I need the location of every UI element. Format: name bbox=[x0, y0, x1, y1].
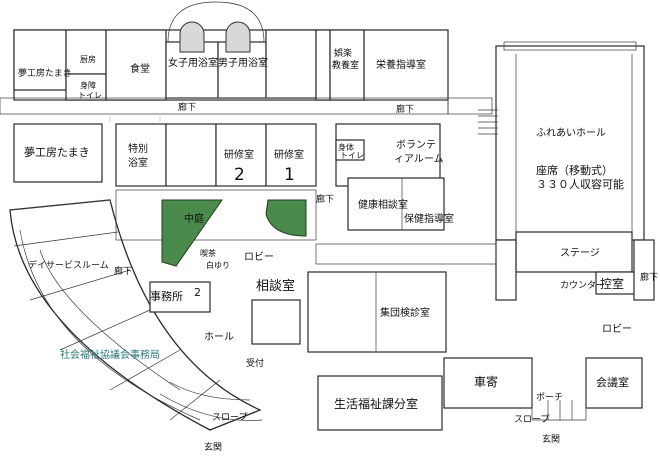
label-corridor-left: 廊下 bbox=[114, 265, 132, 277]
label-health-guide: 保健指導室 bbox=[404, 212, 454, 225]
label-porch: ポーチ bbox=[536, 392, 563, 403]
label-courtyard: 中庭 bbox=[184, 212, 204, 225]
label-dining: 食堂 bbox=[130, 62, 150, 75]
label-special-bath-2: 浴室 bbox=[128, 156, 148, 169]
label-hall-small: ホール bbox=[204, 331, 234, 343]
label-recreation-1: 娯楽 bbox=[334, 47, 352, 59]
label-slope-right: スロープ bbox=[514, 414, 549, 425]
label-kuruma-yose: 車寄 bbox=[474, 374, 498, 389]
label-consult-room: 相談室 bbox=[256, 278, 295, 294]
label-shirayuri-1: 喫茶 bbox=[200, 248, 216, 258]
stairs bbox=[478, 109, 498, 135]
label-health-consult: 健康相談室 bbox=[358, 198, 408, 211]
top-block bbox=[13, 1, 449, 101]
label-stage: ステージ bbox=[560, 248, 600, 259]
label-women-bath: 女子用浴室 bbox=[168, 56, 218, 69]
label-special-bath-1: 特別 bbox=[128, 143, 148, 155]
hall-block bbox=[478, 41, 655, 301]
label-wc: トイレ bbox=[78, 91, 102, 100]
label-entrance-right: 玄関 bbox=[542, 433, 560, 445]
label-training-1: 研修室 bbox=[274, 148, 304, 161]
label-slope-left: スロープ bbox=[212, 412, 247, 423]
label-hikae: 控室 bbox=[600, 276, 624, 291]
label-nutrition: 栄養指導室 bbox=[376, 58, 426, 71]
label-meeting: 会議室 bbox=[596, 375, 629, 389]
label-life-welfare: 生活福祉課分室 bbox=[334, 396, 418, 411]
label-disabled-wc-2: 身体 bbox=[338, 142, 354, 152]
label-volunteer-1: ボランテ bbox=[396, 139, 436, 151]
label-counter: カウンター bbox=[560, 280, 605, 291]
label-training-2-no: 2 bbox=[234, 165, 245, 185]
label-yume-koubou-mid: 夢工房たまき bbox=[24, 146, 90, 159]
label-group-exam: 集団検診室 bbox=[380, 306, 430, 319]
label-corridor-right: 廊下 bbox=[640, 271, 658, 283]
label-lobby-right: ロビー bbox=[602, 323, 632, 335]
label-lobby: ロビー bbox=[244, 251, 274, 263]
label-kitchen: 厨房 bbox=[80, 54, 96, 64]
label-volunteer-2: ィアルーム bbox=[394, 153, 444, 165]
label-hall-seats-1: 座席（移動式） bbox=[536, 163, 613, 177]
label-daycare: デイサービスルーム bbox=[28, 259, 109, 271]
label-yume-koubou-top: 夢工房たまき bbox=[18, 67, 72, 79]
label-disabled-wc: 身障 bbox=[80, 80, 96, 90]
fan-wing bbox=[9, 199, 263, 431]
label-corridor-top: 廊下 bbox=[178, 101, 196, 113]
label-hall-seats-2: ３３０人収容可能 bbox=[536, 177, 624, 191]
label-hall: ふれあいホール bbox=[536, 127, 606, 139]
label-men-bath: 男子用浴室 bbox=[218, 56, 268, 69]
label-training-1-no: 1 bbox=[284, 165, 295, 185]
label-recreation-2: 教養室 bbox=[332, 59, 359, 71]
label-entrance-left: 玄関 bbox=[204, 441, 222, 453]
label-training-2: 研修室 bbox=[224, 148, 254, 161]
corridor-top-grid bbox=[109, 116, 161, 122]
label-wc-2: トイレ bbox=[340, 151, 364, 160]
label-corridor-vertical: 廊下 bbox=[316, 193, 334, 205]
label-shirayuri-2: 白ゆり bbox=[206, 260, 230, 270]
label-welfare-council: 社会福祉協議会事務局 bbox=[60, 348, 160, 361]
label-reception: 受付 bbox=[246, 357, 264, 369]
label-corridor-top-right: 廊下 bbox=[396, 103, 414, 115]
label-office-num: 2 bbox=[194, 286, 201, 299]
label-office: 事務所 bbox=[150, 289, 183, 303]
